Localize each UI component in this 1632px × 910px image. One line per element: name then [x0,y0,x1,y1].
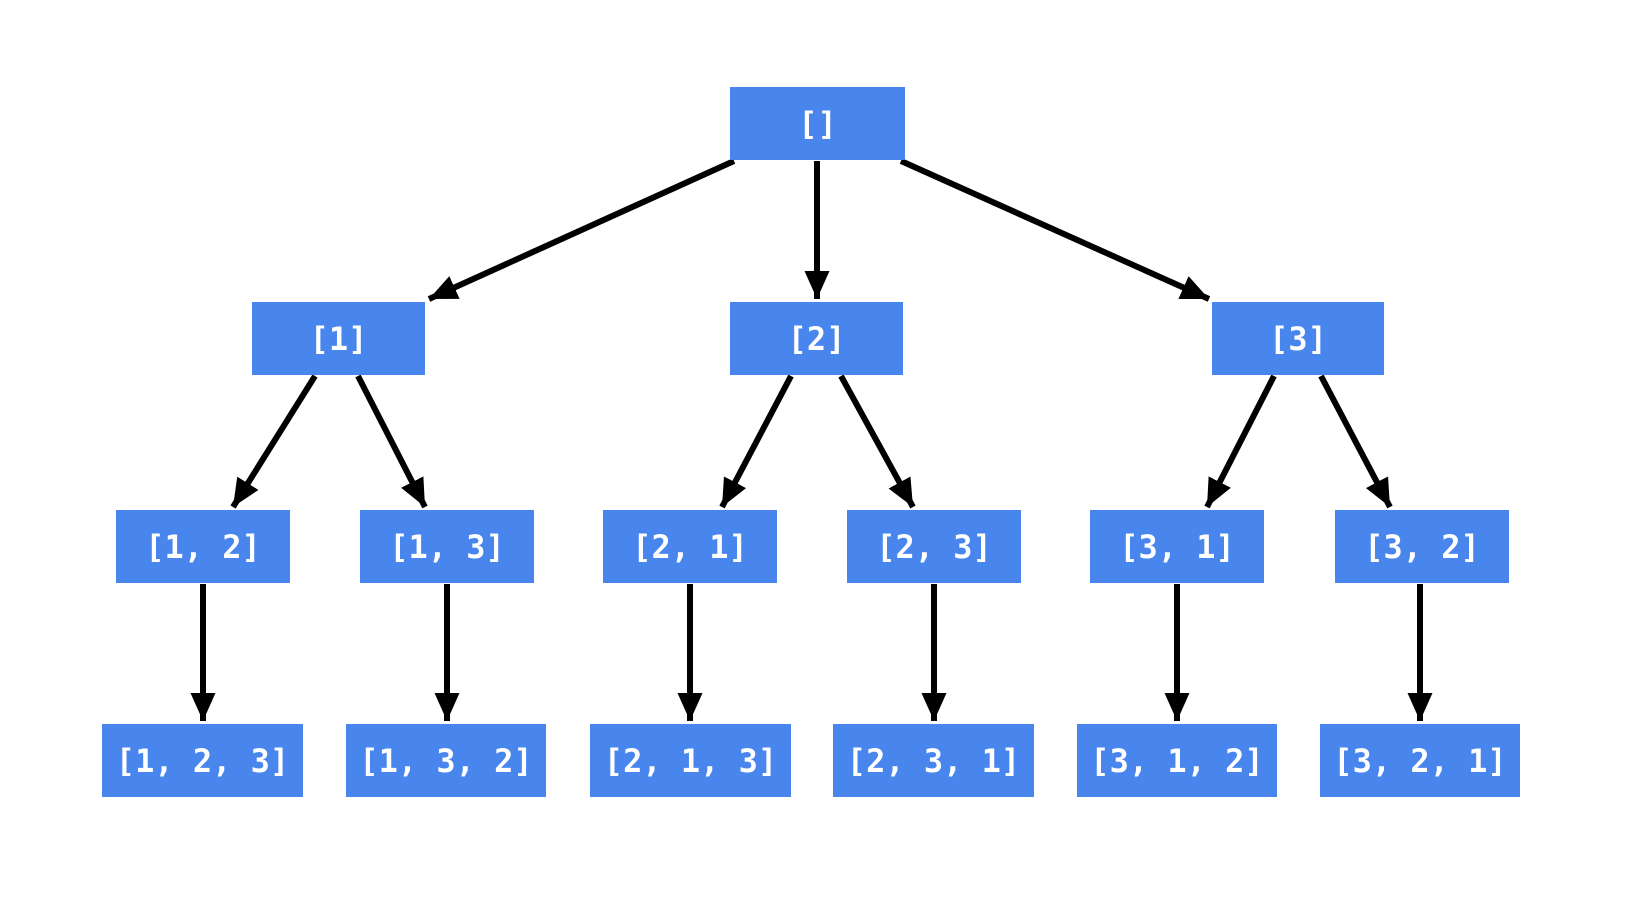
node-2-1-3: [2, 1, 3] [590,724,791,797]
edge-1-to-1-3 [355,374,428,509]
node-label: [3, 1] [1119,527,1235,566]
node-label: [1, 3, 2] [359,741,533,780]
node-1-2: [1, 2] [116,510,290,583]
edge-2-to-2-1 [719,374,794,509]
node-label: [3] [1269,319,1327,358]
node-3-1-2: [3, 1, 2] [1077,724,1277,797]
edge-3-to-3-1 [1204,374,1277,509]
node-label: [1, 3] [389,527,505,566]
node-3-2: [3, 2] [1335,510,1509,583]
node-label: [2, 3, 1] [846,741,1021,780]
node-label: [3, 1, 2] [1090,741,1264,780]
node-label: [3, 2, 1] [1333,741,1507,780]
node-label: [] [798,104,837,143]
node-label: [1, 2, 3] [115,741,290,780]
edge-2-to-2-3 [838,374,916,509]
node-3: [3] [1212,302,1384,375]
edge-root-to-3 [899,158,1211,302]
node-1-2-3: [1, 2, 3] [102,724,303,797]
node-1-3: [1, 3] [360,510,534,583]
node-label: [2, 3] [876,527,992,566]
node-2: [2] [730,302,903,375]
node-label: [2] [787,319,846,358]
node-2-3-1: [2, 3, 1] [833,724,1034,797]
node-label: [2, 1, 3] [603,741,778,780]
node-2-1: [2, 1] [603,510,777,583]
node-label: [3, 2] [1364,527,1480,566]
node-3-1: [3, 1] [1090,510,1264,583]
node-label: [1, 2] [145,527,261,566]
edge-root-to-1 [427,158,736,302]
node-1: [1] [252,302,425,375]
node-2-3: [2, 3] [847,510,1021,583]
edge-1-to-1-2 [230,374,318,509]
edge-3-to-3-2 [1318,374,1393,509]
node-label: [2, 1] [632,527,748,566]
node-label: [1] [309,319,368,358]
node-3-2-1: [3, 2, 1] [1320,724,1520,797]
node-root: [] [730,87,905,160]
node-1-3-2: [1, 3, 2] [346,724,546,797]
